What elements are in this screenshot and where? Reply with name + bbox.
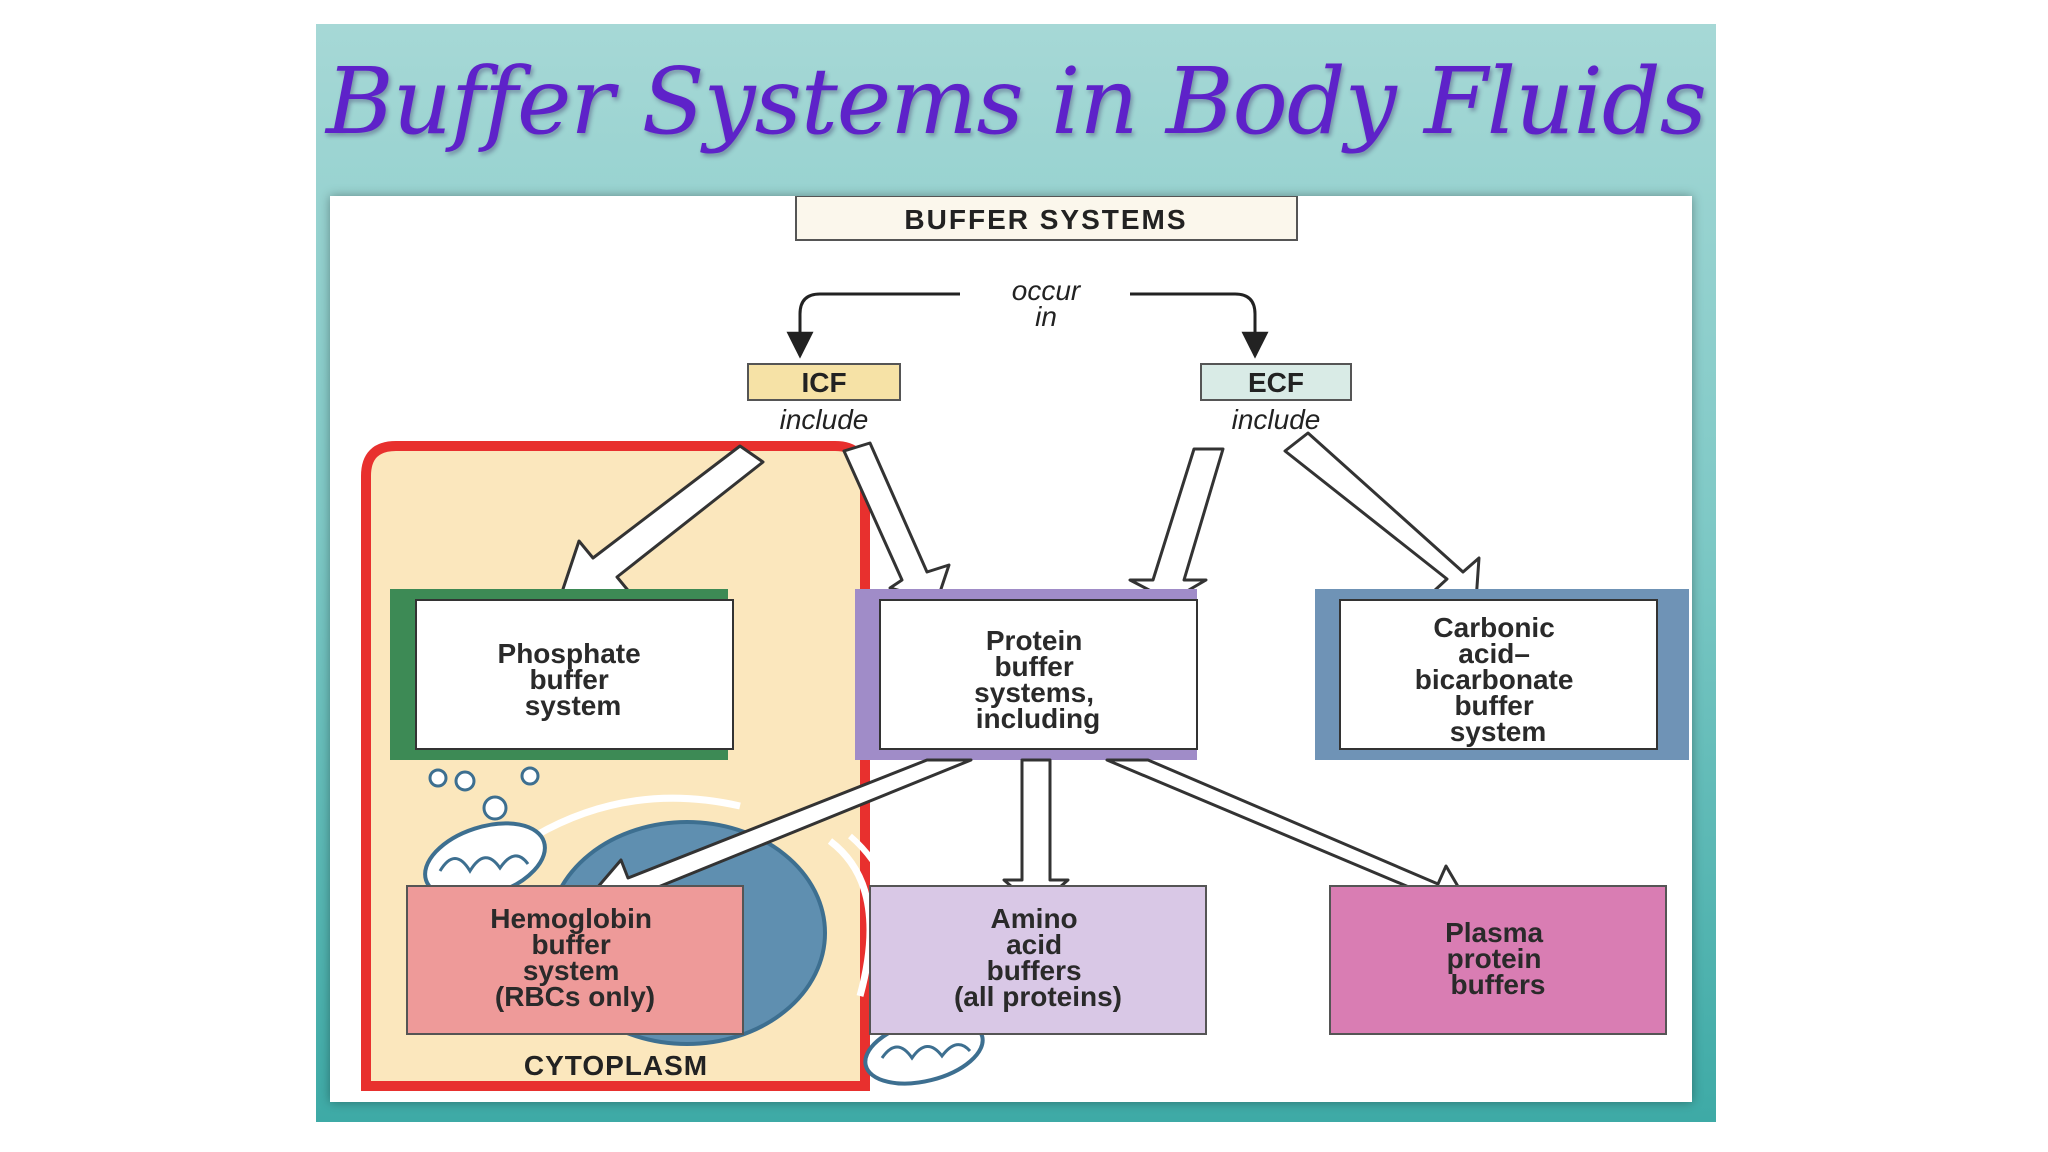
cytoplasm-label: CYTOPLASM [524, 1050, 708, 1081]
phosphate-box [415, 599, 734, 750]
hollow-arrow-icf-protein [842, 441, 951, 603]
arrow-to-ecf [1130, 292, 1269, 359]
plasma-box [1329, 885, 1667, 1035]
amino-text: Amino acid buffers (all proteins) [954, 903, 1122, 1012]
endoplasmic-reticulum [533, 794, 741, 840]
icf-box [747, 363, 901, 401]
root-label: BUFFER SYSTEMS [904, 204, 1187, 235]
vesicle [482, 795, 508, 821]
carbonic-box [1339, 599, 1658, 750]
protein-text: Protein buffer systems, including [974, 625, 1102, 734]
in-label: in [1035, 301, 1057, 332]
phosphate-text: Phosphate buffer system [498, 638, 649, 721]
occur-label: occur [1012, 275, 1082, 306]
arrow-to-icf [786, 292, 960, 359]
hemoglobin-text: Hemoglobin buffer system (RBCs only) [490, 903, 660, 1012]
slide-title: Buffer Systems in Body Fluids [325, 48, 1707, 155]
icf-label: ICF [801, 367, 846, 398]
amino-box [869, 885, 1207, 1035]
hollow-arrow-ecf-carbonic [1283, 431, 1481, 603]
root-box [795, 196, 1298, 241]
ecf-box [1200, 363, 1352, 401]
slide: Buffer Systems in Body Fluids [316, 24, 1716, 1122]
plasma-text: Plasma protein buffers [1445, 917, 1551, 1000]
carbonic-text: Carbonic acid– bicarbonate buffer system [1415, 612, 1581, 747]
protein-box [879, 599, 1198, 750]
icf-include: include [780, 404, 869, 435]
ecf-include: include [1232, 404, 1321, 435]
hemoglobin-box [406, 885, 744, 1035]
ecf-label: ECF [1248, 367, 1304, 398]
hollow-arrow-ecf-protein [1128, 447, 1225, 603]
buffer-systems-diagram: BUFFER SYSTEMS occur in ICF include ECF … [361, 196, 1689, 1091]
diagram-panel: BUFFER SYSTEMS occur in ICF include ECF … [330, 196, 1692, 1102]
